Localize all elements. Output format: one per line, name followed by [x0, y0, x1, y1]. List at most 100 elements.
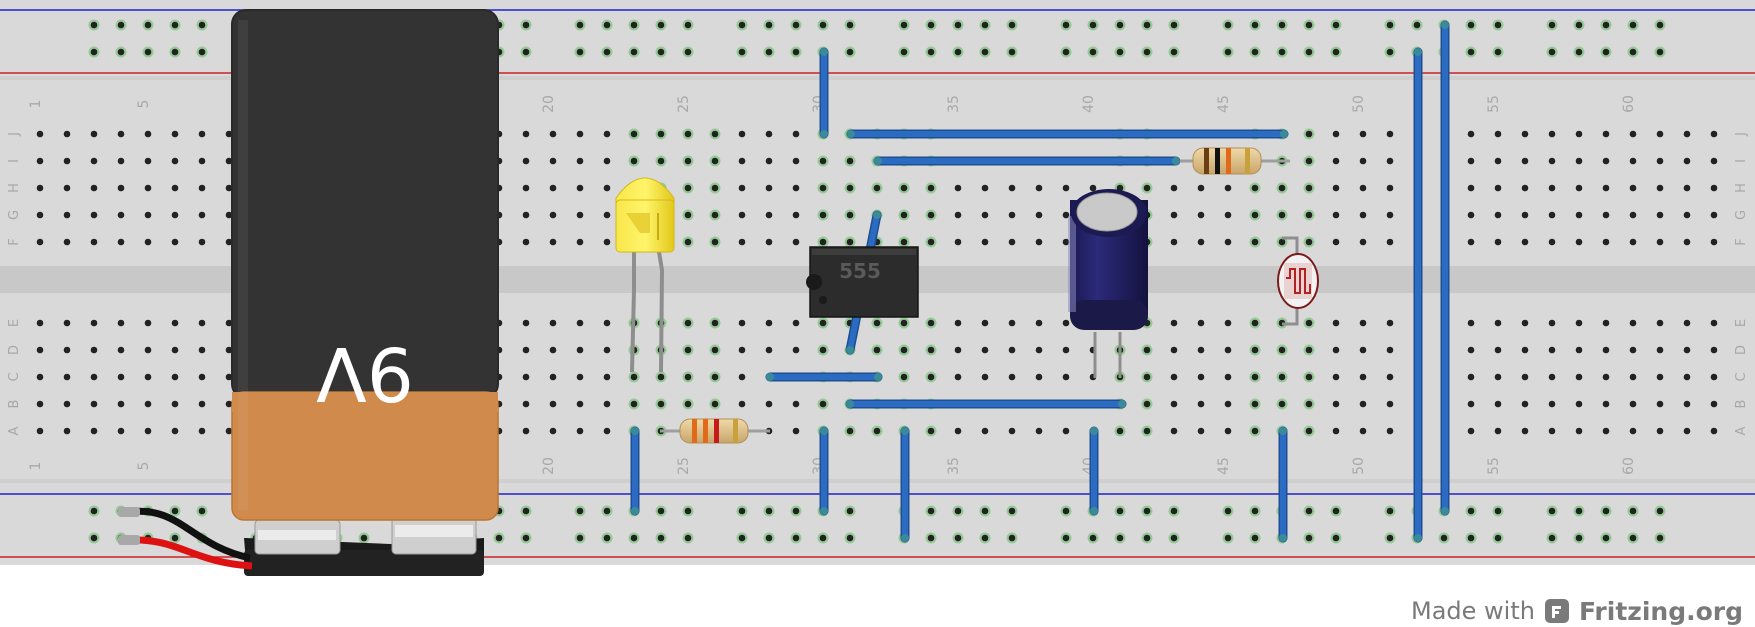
- breadboard-hole: [1548, 184, 1556, 192]
- breadboard-hole: [1224, 319, 1232, 327]
- battery-9v[interactable]: 9V: [231, 9, 499, 576]
- rail-hole: [954, 48, 962, 56]
- breadboard-hole: [144, 319, 152, 327]
- resistor-led[interactable]: [660, 418, 770, 444]
- breadboard-hole: [1548, 211, 1556, 219]
- rail-hole: [981, 48, 989, 56]
- breadboard-hole: [1629, 238, 1637, 246]
- rail-hole: [171, 534, 179, 542]
- breadboard-hole: [171, 157, 179, 165]
- rail-hole: [1305, 21, 1313, 29]
- led[interactable]: [615, 177, 675, 373]
- rail-hole: [1116, 534, 1124, 542]
- resistor-top[interactable]: [1180, 147, 1290, 175]
- fritzing-brand[interactable]: Fritzing.org: [1578, 596, 1743, 626]
- breadboard-hole: [576, 400, 584, 408]
- rail-hole: [981, 507, 989, 515]
- breadboard-hole: [900, 238, 908, 246]
- breadboard-hole: [171, 346, 179, 354]
- column-number-upper: 55: [1486, 95, 1502, 113]
- rail-hole: [603, 507, 611, 515]
- breadboard-hole: [1521, 238, 1529, 246]
- breadboard-hole: [900, 319, 908, 327]
- breadboard-hole: [36, 427, 44, 435]
- breadboard-hole: [1008, 238, 1016, 246]
- breadboard-hole: [549, 184, 557, 192]
- breadboard-hole: [1683, 130, 1691, 138]
- breadboard-hole: [1305, 346, 1313, 354]
- breadboard-hole: [1521, 157, 1529, 165]
- breadboard-hole: [1170, 400, 1178, 408]
- breadboard-hole: [1467, 400, 1475, 408]
- breadboard-hole: [1575, 346, 1583, 354]
- breadboard-hole: [981, 319, 989, 327]
- photoresistor[interactable]: [1277, 236, 1319, 326]
- rail-hole: [1494, 21, 1502, 29]
- breadboard-hole: [1467, 130, 1475, 138]
- fritzing-credit: Made with Fritzing.org: [1411, 596, 1743, 626]
- breadboard-hole: [603, 238, 611, 246]
- breadboard-hole: [1494, 238, 1502, 246]
- rail-hole: [1089, 48, 1097, 56]
- breadboard-hole: [1035, 211, 1043, 219]
- capacitor[interactable]: [1068, 189, 1148, 378]
- rail-hole: [90, 48, 98, 56]
- breadboard-hole: [846, 157, 854, 165]
- breadboard-hole: [1467, 373, 1475, 381]
- fritzing-logo-icon: [1544, 599, 1569, 623]
- breadboard-hole: [225, 211, 233, 219]
- breadboard-hole: [1683, 400, 1691, 408]
- breadboard-hole: [1035, 184, 1043, 192]
- breadboard-hole: [1251, 319, 1259, 327]
- breadboard-hole: [657, 373, 665, 381]
- rail-hole: [1494, 534, 1502, 542]
- breadboard-hole: [1494, 184, 1502, 192]
- breadboard-hole: [1602, 211, 1610, 219]
- breadboard-hole: [792, 184, 800, 192]
- breadboard-hole: [1656, 130, 1664, 138]
- breadboard-hole: [576, 184, 584, 192]
- breadboard-hole: [1224, 427, 1232, 435]
- breadboard-hole: [981, 211, 989, 219]
- breadboard-hole: [657, 130, 665, 138]
- breadboard-hole: [792, 319, 800, 327]
- column-number-upper: 1: [28, 100, 44, 109]
- rail-hole: [846, 48, 854, 56]
- breadboard-hole: [1494, 157, 1502, 165]
- breadboard-hole: [1116, 184, 1124, 192]
- rail-hole: [90, 534, 98, 542]
- rail-hole: [846, 534, 854, 542]
- breadboard-hole: [1305, 319, 1313, 327]
- breadboard-hole: [1602, 400, 1610, 408]
- breadboard-hole: [1656, 346, 1664, 354]
- breadboard-hole: [792, 238, 800, 246]
- breadboard-hole: [738, 211, 746, 219]
- breadboard-hole: [684, 130, 692, 138]
- breadboard-hole: [603, 319, 611, 327]
- breadboard-hole: [63, 373, 71, 381]
- rail-hole: [522, 534, 530, 542]
- wire-end: [631, 427, 639, 435]
- rail-hole: [495, 534, 503, 542]
- breadboard-hole: [144, 427, 152, 435]
- rail-hole: [1602, 21, 1610, 29]
- breadboard-hole: [711, 184, 719, 192]
- breadboard-hole: [1575, 427, 1583, 435]
- breadboard-hole: [1305, 238, 1313, 246]
- column-number-lower: 25: [676, 457, 692, 475]
- breadboard-hole: [1359, 157, 1367, 165]
- rail-hole: [1548, 21, 1556, 29]
- breadboard-hole: [1386, 319, 1394, 327]
- breadboard-hole: [225, 130, 233, 138]
- breadboard-hole: [549, 319, 557, 327]
- breadboard-hole: [1035, 238, 1043, 246]
- breadboard-hole: [549, 157, 557, 165]
- breadboard-hole: [90, 400, 98, 408]
- breadboard-hole: [1359, 346, 1367, 354]
- rail-hole: [1548, 534, 1556, 542]
- breadboard-hole: [792, 346, 800, 354]
- breadboard-hole: [1548, 346, 1556, 354]
- breadboard-hole: [1602, 184, 1610, 192]
- rail-hole: [1008, 21, 1016, 29]
- ic-555[interactable]: 555: [806, 246, 919, 318]
